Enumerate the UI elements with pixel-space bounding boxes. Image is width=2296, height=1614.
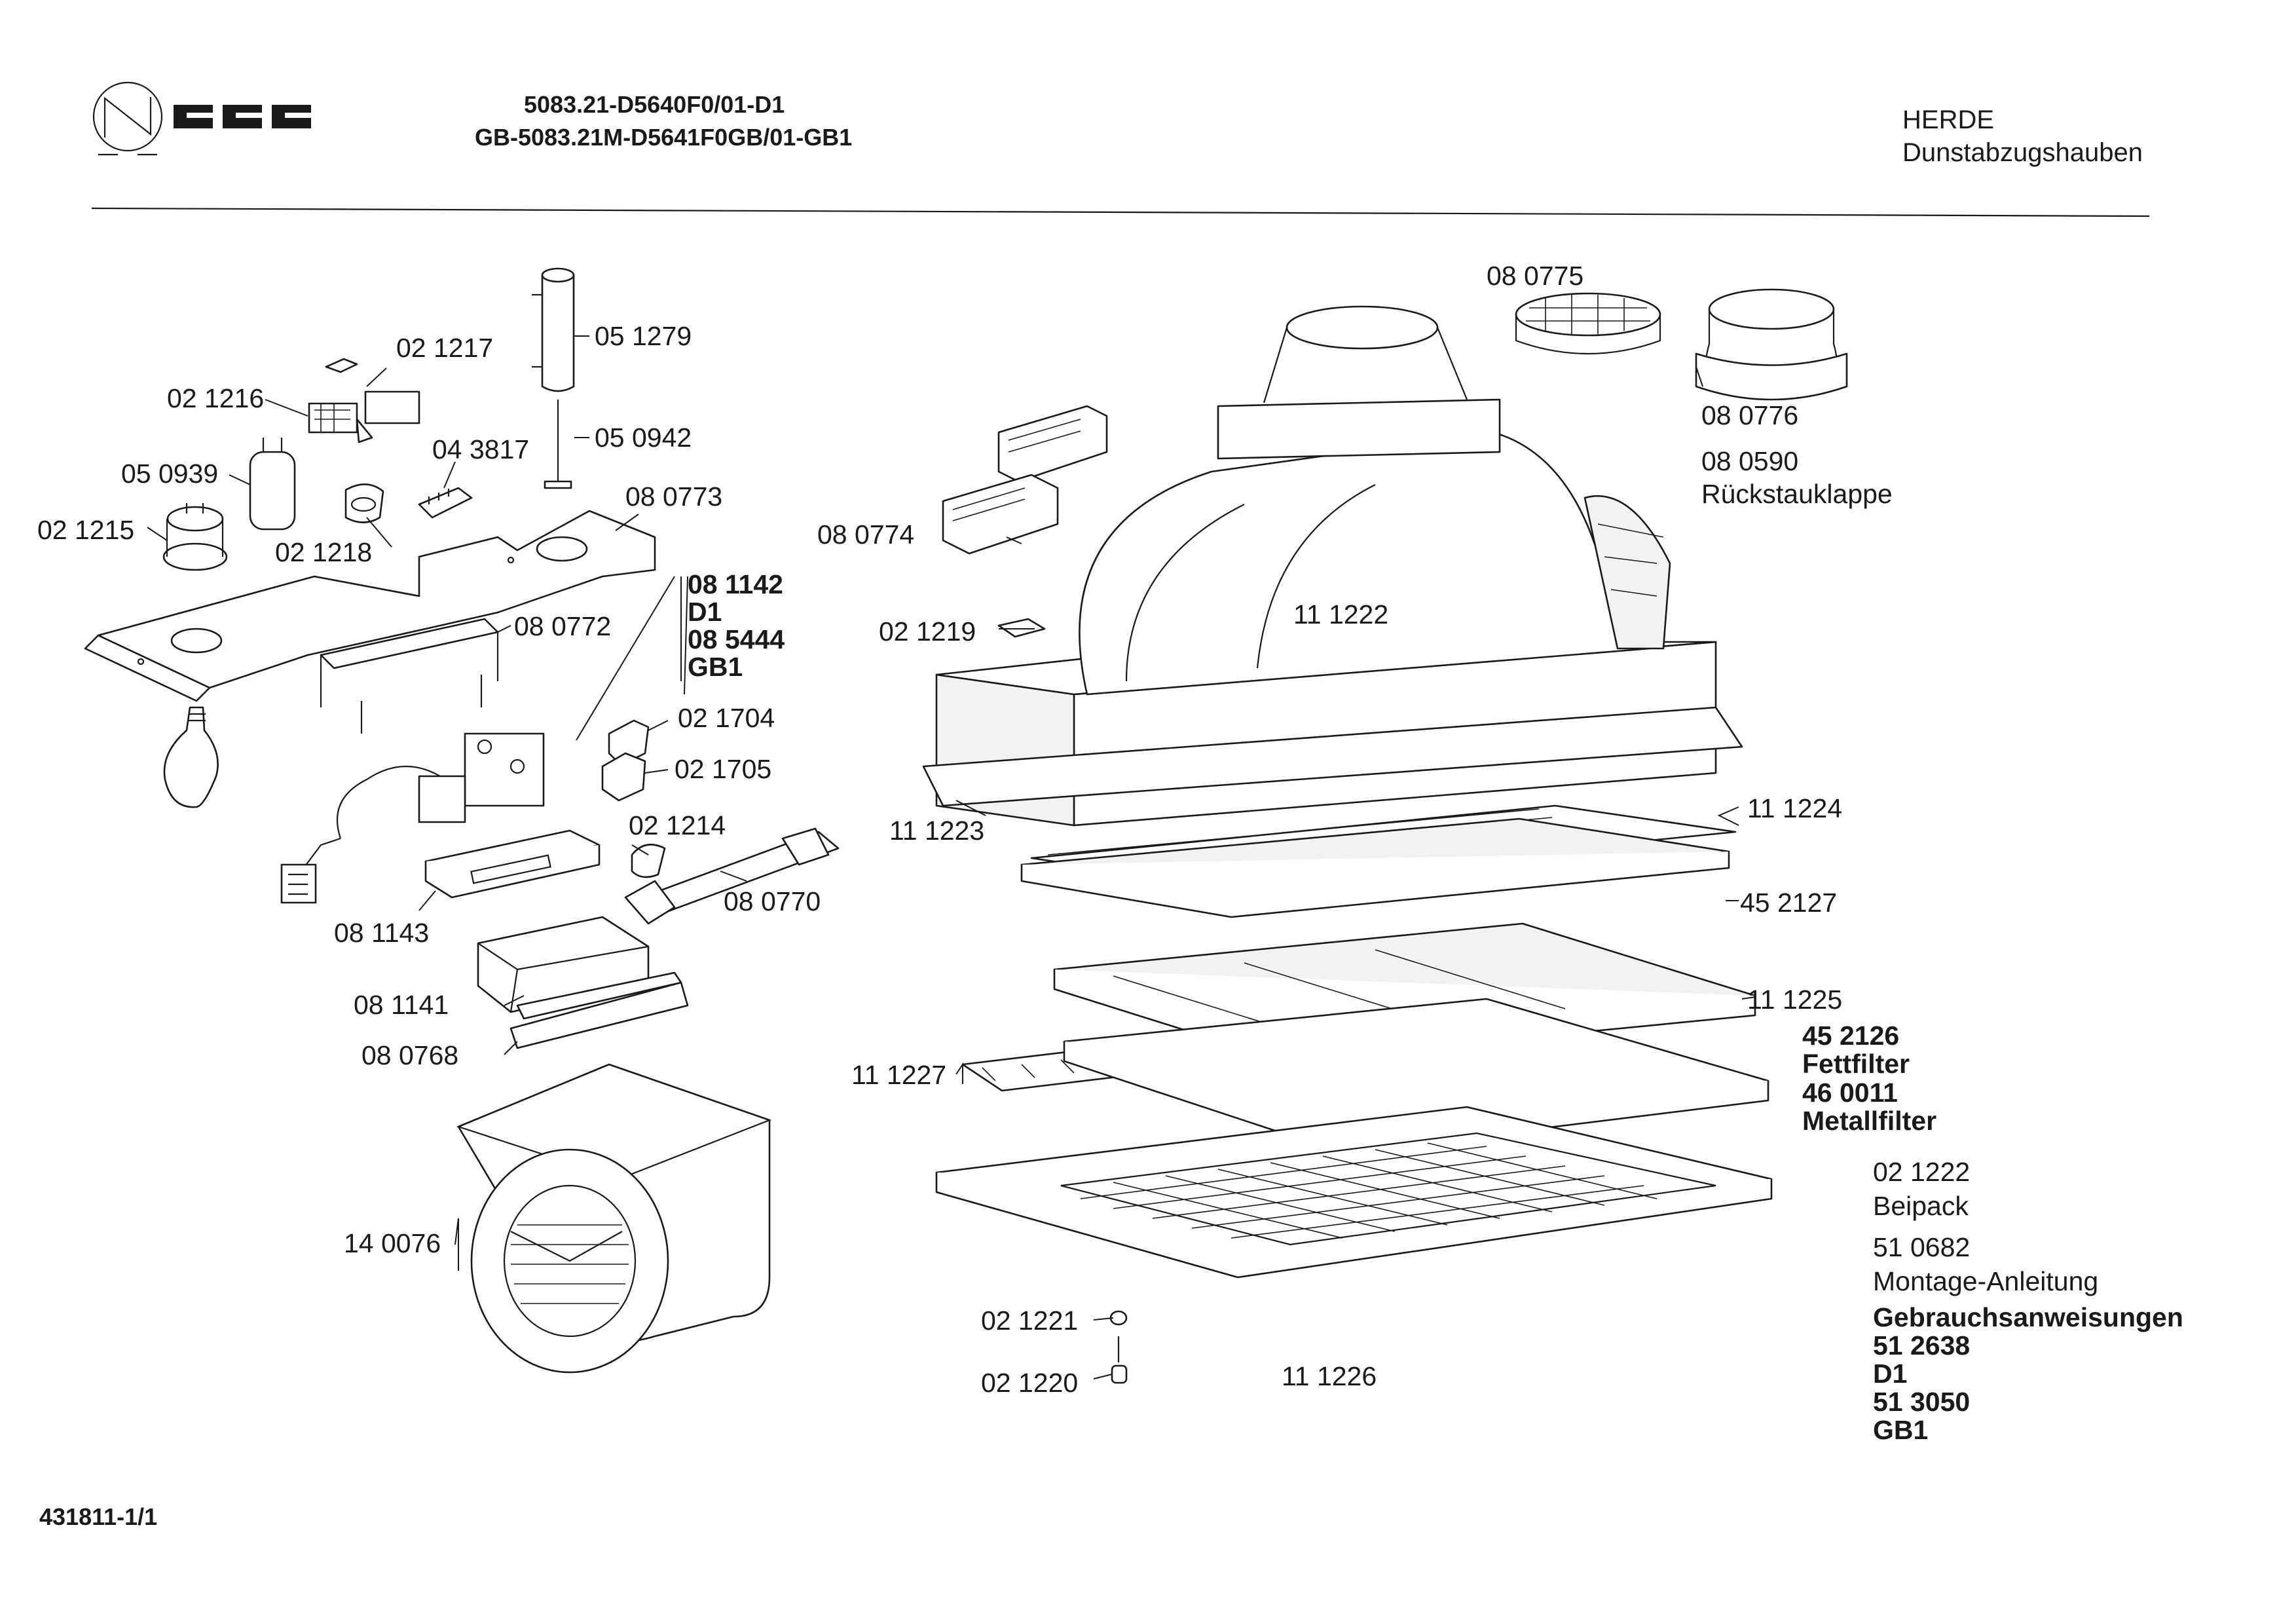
- pipe-part: [532, 267, 575, 392]
- subcategory-label: Dunstabzugshauben: [1902, 138, 2143, 167]
- bottom-grille: [935, 1106, 1773, 1279]
- label-021705: 02 1705: [675, 754, 771, 784]
- label-080590-desc: Rückstauklappe: [1701, 479, 1893, 509]
- connector-part: [418, 487, 473, 519]
- instructions-label: Gebrauchsanweisungen: [1873, 1302, 2183, 1332]
- label-021219: 02 1219: [879, 616, 976, 647]
- label-452127: 45 2127: [1740, 888, 1837, 918]
- switch-parts: [308, 358, 420, 443]
- mounting-plate: [84, 510, 656, 702]
- cover-plates: [942, 405, 1108, 555]
- wiring-harness: [280, 732, 545, 904]
- category-label: HERDE: [1902, 105, 1994, 134]
- label-111227: 11 1227: [851, 1060, 946, 1090]
- label-021215: 02 1215: [37, 515, 134, 545]
- label-080590: 08 0590: [1701, 446, 1798, 476]
- label-021214: 02 1214: [629, 810, 726, 840]
- label-111226: 11 1226: [1282, 1361, 1377, 1391]
- instr-gb1-number: 51 3050: [1873, 1387, 1970, 1417]
- label-021217: 02 1217: [396, 333, 493, 363]
- lamp-bracket: [320, 618, 499, 734]
- label-081141: 08 1141: [354, 990, 449, 1020]
- label-085444-variant: GB1: [688, 652, 743, 682]
- brand-name: NEFF: [174, 93, 309, 140]
- label-050942: 05 0942: [595, 422, 692, 453]
- label-140076: 14 0076: [344, 1228, 441, 1258]
- cable-clip: [631, 844, 666, 878]
- label-081142-variant: D1: [688, 597, 722, 627]
- label-051279: 05 1279: [595, 321, 692, 351]
- label-021704: 02 1704: [678, 703, 775, 733]
- model-line-1: 5083.21-D5640F0/01-D1: [524, 91, 785, 118]
- instr-d1-variant: D1: [1873, 1359, 1907, 1389]
- label-460011-desc: Metallfilter: [1802, 1106, 1936, 1136]
- label-080772: 08 0772: [514, 611, 611, 641]
- label-111222: 11 1222: [1293, 599, 1388, 629]
- label-021221: 02 1221: [981, 1305, 1078, 1336]
- beipack-number: 02 1222: [1873, 1157, 1970, 1187]
- label-043817: 04 3817: [432, 434, 529, 464]
- switch-small-parts: [601, 719, 650, 802]
- leader-lines: [147, 335, 1756, 1379]
- label-452126-desc: Fettfilter: [1802, 1049, 1910, 1079]
- carbon-filter-tray: [1020, 817, 1730, 918]
- label-080768: 08 0768: [361, 1040, 458, 1070]
- fan-blower: [456, 1063, 772, 1374]
- drawing-number: 431811-1/1: [39, 1503, 157, 1530]
- label-111223: 11 1223: [889, 816, 984, 846]
- duct-grille: [1515, 292, 1661, 355]
- support-rail: [624, 827, 840, 925]
- duct-collar: [1695, 288, 1848, 401]
- label-080775: 08 0775: [1487, 261, 1583, 291]
- accessories-list: 02 1222 Beipack 51 0682 Montage-Anleitun…: [1873, 1157, 2183, 1445]
- label-081143: 08 1143: [334, 918, 429, 948]
- clip-part: [344, 483, 384, 523]
- label-085444: 08 5444: [688, 624, 785, 654]
- label-081142: 08 1142: [688, 569, 783, 599]
- header-rule: [91, 207, 2150, 217]
- instr-d1-number: 51 2638: [1873, 1330, 1970, 1361]
- label-021220: 02 1220: [981, 1368, 1078, 1398]
- label-080773: 08 0773: [625, 481, 722, 512]
- spacer-clip: [997, 618, 1046, 638]
- control-panel: [424, 829, 601, 899]
- label-111224: 11 1224: [1747, 793, 1842, 823]
- label-021218: 02 1218: [275, 537, 372, 567]
- label-111225: 11 1225: [1747, 985, 1842, 1015]
- neff-logo: NEFF: [92, 81, 311, 156]
- screw-parts: [1109, 1310, 1128, 1384]
- capacitor-part: [249, 438, 296, 531]
- switch-housing: [477, 916, 682, 1020]
- rod-part: [544, 400, 572, 489]
- metal-filter-plate: [1063, 998, 1769, 1154]
- lamp-holder-part: [162, 503, 228, 571]
- label-080776: 08 0776: [1701, 400, 1798, 430]
- manual-label: Montage-Anleitung: [1873, 1266, 2098, 1296]
- light-bulb: [163, 706, 219, 808]
- beipack-label: Beipack: [1873, 1191, 1969, 1221]
- label-460011: 46 0011: [1802, 1078, 1898, 1108]
- label-021216: 02 1216: [167, 383, 264, 413]
- label-080770: 08 0770: [724, 886, 821, 916]
- label-080774: 08 0774: [817, 519, 914, 550]
- trim-strip: [509, 981, 689, 1049]
- label-050939: 05 0939: [121, 459, 218, 489]
- instr-gb1-variant: GB1: [1873, 1415, 1928, 1445]
- label-452126: 45 2126: [1802, 1021, 1899, 1051]
- model-line-2: GB-5083.21M-D5641F0GB/01-GB1: [475, 124, 852, 151]
- manual-number: 51 0682: [1873, 1232, 1970, 1262]
